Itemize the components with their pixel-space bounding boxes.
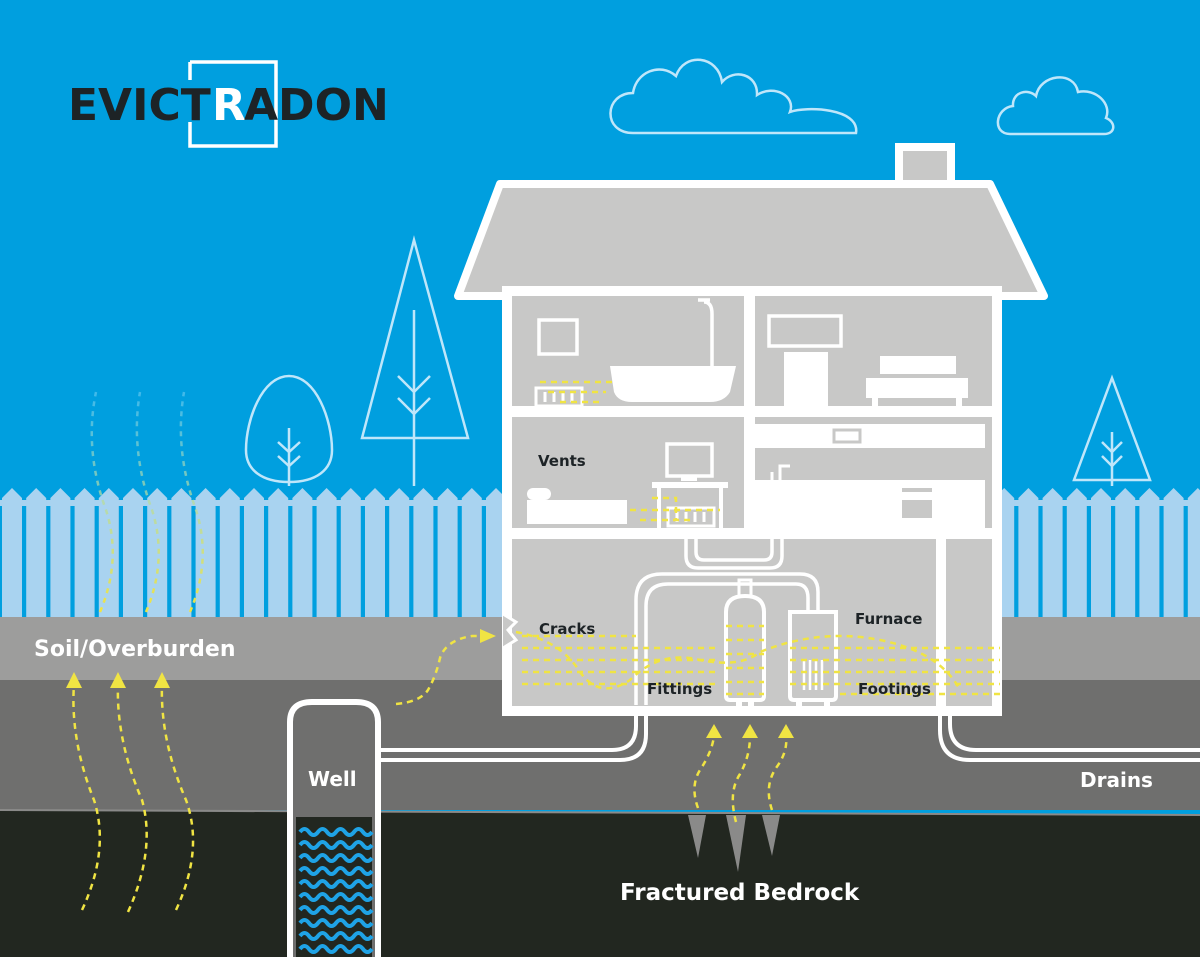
water-wave	[298, 827, 374, 837]
fence-picket	[1115, 488, 1136, 617]
fence-picket	[26, 488, 47, 617]
fence-picket	[413, 488, 434, 617]
fence-picket	[171, 488, 192, 617]
furnace-ducts	[634, 539, 820, 705]
fence-picket	[1042, 488, 1063, 617]
water-wave	[298, 866, 374, 876]
label-fittings: Fittings	[647, 680, 712, 698]
fence-picket	[365, 488, 385, 617]
bathtub-icon	[610, 366, 736, 402]
pine-tree-icon	[360, 235, 470, 486]
fence-picket	[292, 488, 313, 617]
label-bedrock: Fractured Bedrock	[620, 880, 860, 906]
main-floor	[507, 528, 997, 539]
fence-picket	[389, 488, 410, 617]
fence-picket	[195, 488, 216, 617]
fence-picket	[1139, 488, 1160, 617]
fence-picket	[486, 488, 506, 617]
fence-picket	[74, 488, 95, 617]
fence-picket	[1018, 488, 1039, 617]
fence-picket	[1066, 488, 1087, 617]
brand-word-adon: ADON	[244, 80, 389, 131]
label-soil: Soil/Overburden	[34, 637, 235, 662]
fence-picket	[147, 488, 168, 617]
shower-icon	[698, 298, 714, 366]
bedrock-fractures	[688, 815, 780, 872]
basement-wall	[936, 539, 946, 709]
label-vents: Vents	[538, 452, 586, 470]
tree-icon	[244, 374, 334, 486]
label-drains: Drains	[1080, 768, 1153, 792]
label-footings: Footings	[858, 680, 931, 698]
fence-picket	[244, 488, 264, 617]
roof	[454, 180, 1048, 300]
well	[287, 699, 381, 957]
drain-pipes	[378, 705, 1200, 762]
interior-wall	[744, 291, 755, 529]
well-water	[298, 827, 374, 954]
fence-picket	[1163, 488, 1184, 617]
water-wave	[298, 931, 374, 941]
fence-picket	[340, 488, 361, 617]
house	[454, 143, 1048, 716]
fence-picket	[461, 488, 482, 617]
fence-picket	[437, 488, 458, 617]
water-wave	[298, 879, 374, 889]
mirror-icon	[767, 314, 843, 348]
water-wave	[298, 840, 374, 850]
water-wave	[298, 918, 374, 928]
cloud-small-icon	[996, 76, 1115, 136]
label-well: Well	[308, 767, 357, 791]
water-wave	[298, 905, 374, 915]
radon-plumes	[90, 391, 204, 613]
bedrock-layer	[0, 810, 1200, 957]
water-wave	[298, 853, 374, 863]
fence-picket	[50, 488, 71, 617]
water-heater-icon	[724, 578, 766, 706]
fence-picket	[316, 488, 337, 617]
label-furnace: Furnace	[855, 610, 922, 628]
fence-picket	[1187, 488, 1200, 617]
fence-picket	[2, 488, 22, 617]
kitchen-icon	[755, 424, 985, 528]
water-wave	[298, 944, 374, 954]
brand-logo: EVICT R ADON	[68, 60, 389, 148]
cloud-icon	[609, 58, 858, 135]
bedrock-edge	[0, 809, 1200, 816]
sofa-icon	[527, 488, 627, 524]
label-cracks: Cracks	[539, 620, 595, 638]
fence-picket	[219, 488, 240, 617]
pine-tree-small-icon	[1072, 374, 1152, 486]
radon-arrowheads	[66, 629, 794, 738]
fence-picket	[1091, 488, 1111, 617]
brand-word-evict: EVICT	[68, 80, 211, 131]
bed-icon	[866, 356, 968, 406]
computer-desk-icon	[652, 442, 728, 528]
radon-flow	[72, 380, 1000, 913]
water-wave	[298, 892, 374, 902]
dresser-icon	[784, 352, 828, 406]
picture-frame-icon	[537, 318, 579, 356]
wall-crack	[502, 612, 519, 650]
fence-picket	[98, 488, 119, 617]
fence-picket	[268, 488, 289, 617]
radiator-icon	[534, 386, 584, 408]
brand-letter-r: R	[212, 80, 246, 131]
fence-picket	[123, 488, 143, 617]
